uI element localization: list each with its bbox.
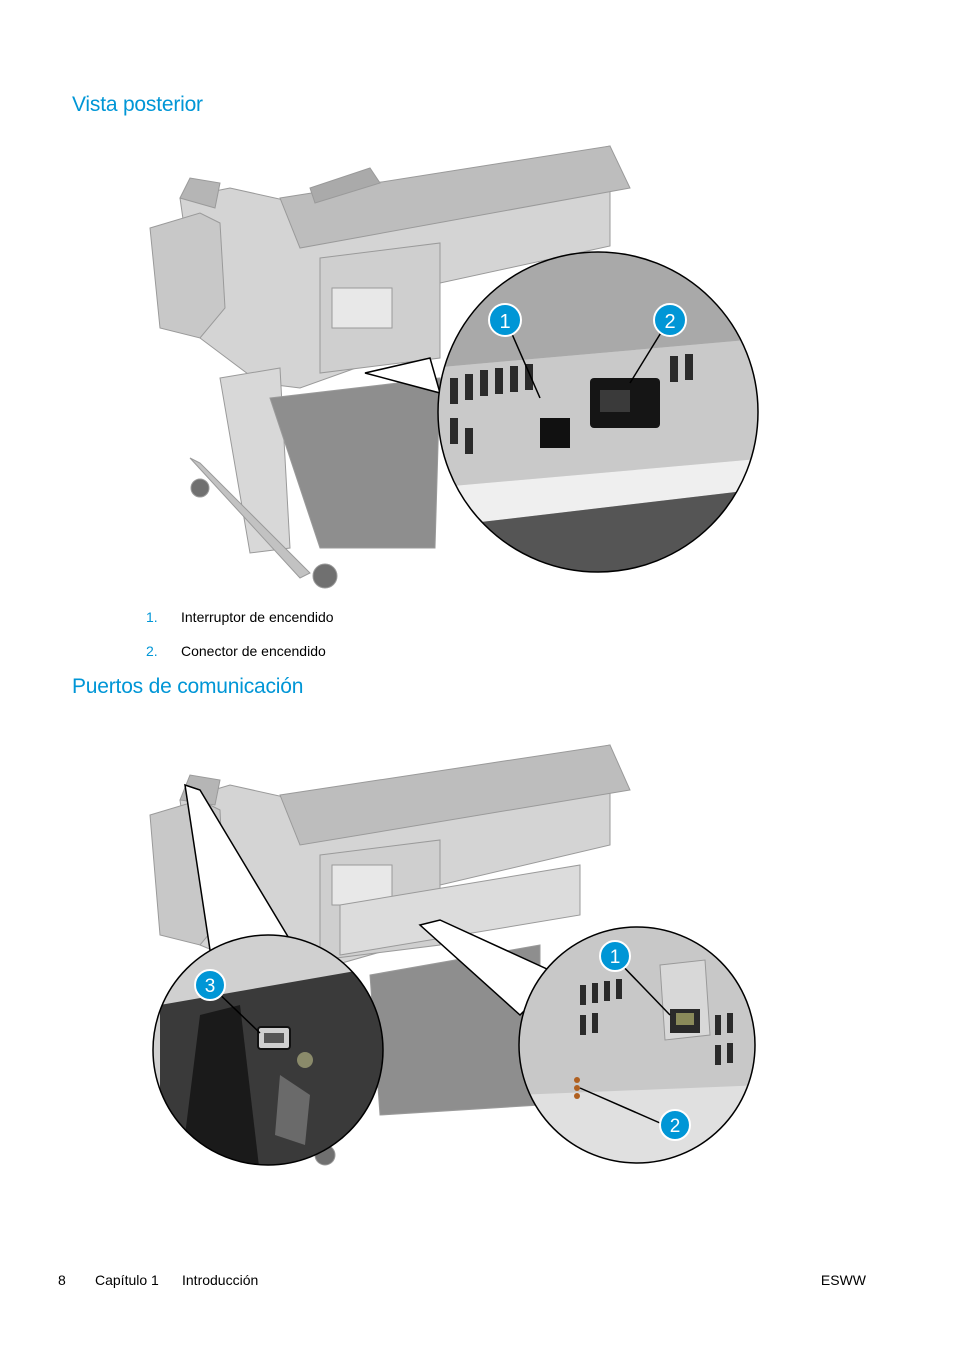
- callout-badge-3-label: 3: [205, 976, 216, 997]
- callout-badge-1: 1: [599, 940, 631, 972]
- callout-badge-2: 2: [659, 1109, 691, 1141]
- callout-label: Interruptor de encendido: [181, 609, 334, 625]
- zoom-leader: [364, 357, 442, 395]
- communication-ports-illustration: 1 2 3: [140, 715, 760, 1175]
- printer-body: [149, 145, 631, 589]
- list-item: 1. Interruptor de encendido: [146, 600, 334, 634]
- callout-list: 1. Interruptor de encendido 2. Conector …: [146, 600, 334, 668]
- callout-badge-1: 1: [488, 303, 522, 337]
- zoom-circle-usb: [152, 934, 384, 1166]
- footer-chapter-title: Introducción: [182, 1272, 259, 1288]
- callout-badge-2: 2: [653, 303, 687, 337]
- callout-badge-1-label: 1: [610, 947, 621, 968]
- footer-locale: ESWW: [820, 1272, 866, 1288]
- footer-page-number: 8: [58, 1272, 66, 1288]
- zoom-circle-power: [437, 251, 759, 573]
- callout-number: 1.: [146, 609, 158, 625]
- callout-badge-2-label: 2: [670, 1116, 681, 1137]
- rear-view-illustration: 1 2: [140, 128, 760, 600]
- callout-number: 2.: [146, 643, 158, 659]
- section-title-rear-view: Vista posterior: [72, 93, 203, 116]
- zoom-circle-lan: [518, 926, 756, 1164]
- callout-label: Conector de encendido: [181, 643, 326, 659]
- callout-badge-2-label: 2: [664, 311, 675, 333]
- list-item: 2. Conector de encendido: [146, 634, 334, 668]
- section-title-communication-ports: Puertos de comunicación: [72, 675, 304, 698]
- callout-badge-1-label: 1: [499, 311, 510, 333]
- footer-chapter: Capítulo 1: [95, 1272, 159, 1288]
- callout-badge-3: 3: [194, 969, 226, 1001]
